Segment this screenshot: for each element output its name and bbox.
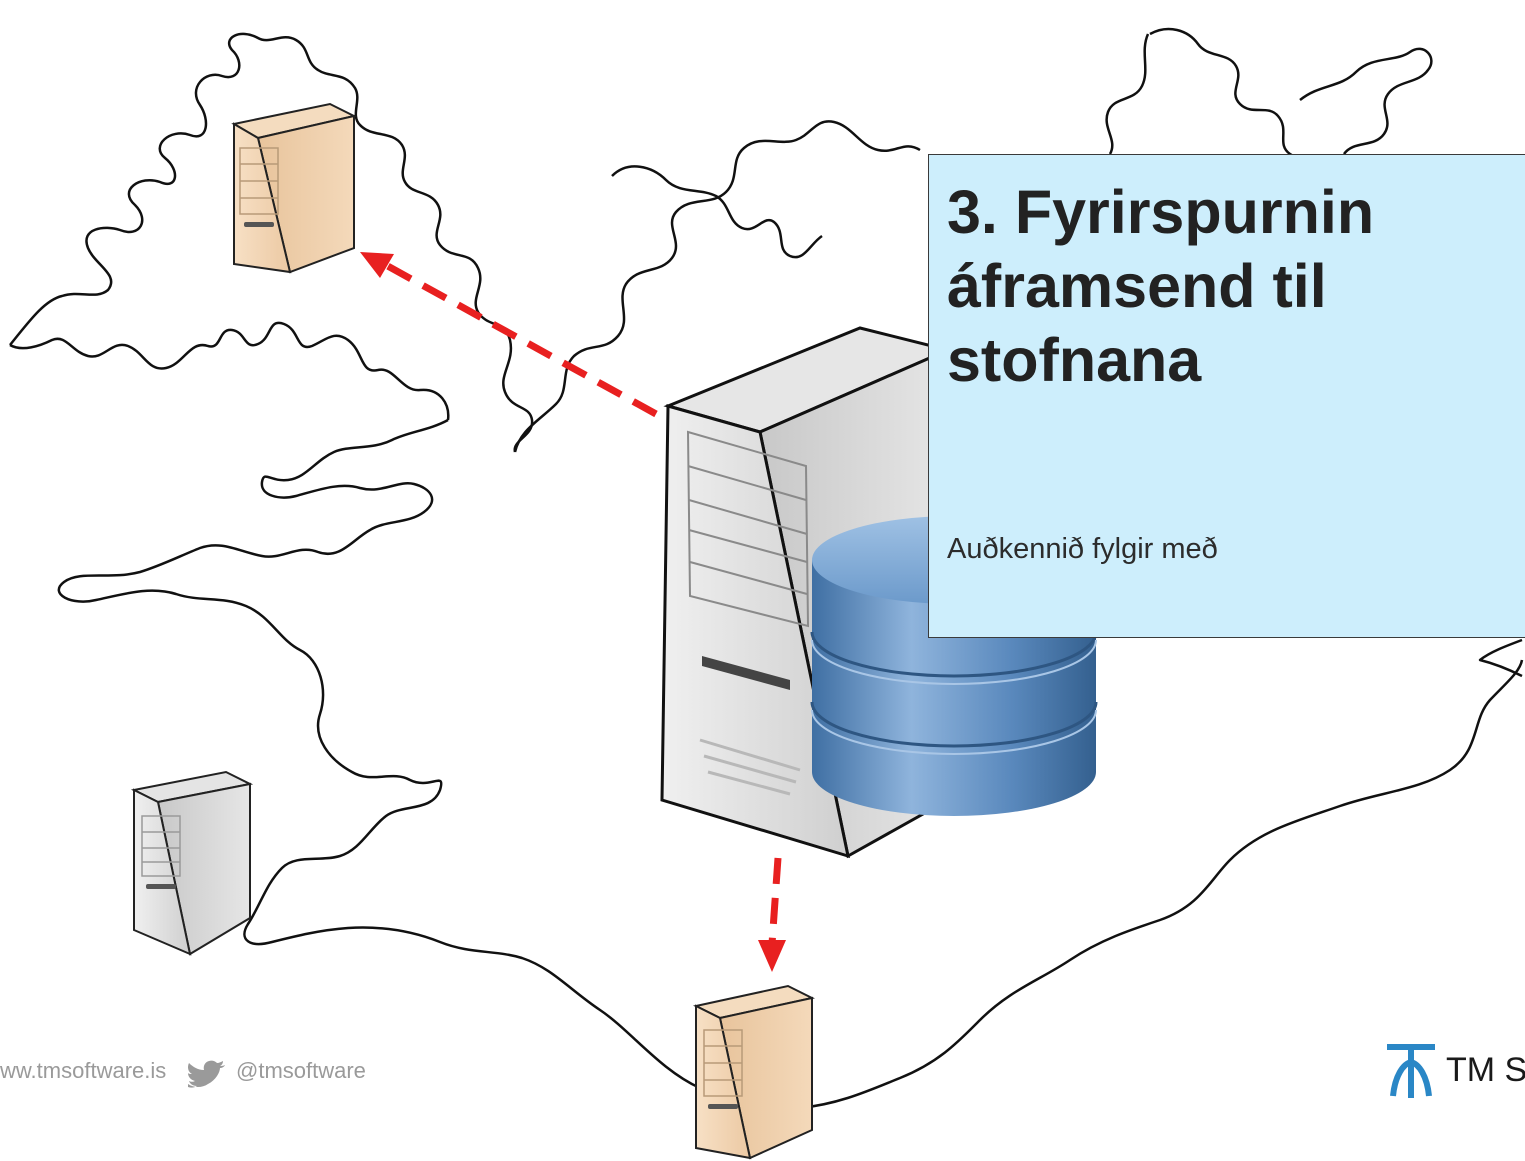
footer-twitter-handle[interactable]: @tmsoftware (236, 1058, 366, 1083)
server-icon-west (130, 770, 254, 956)
brand-name: TM S (1446, 1051, 1525, 1089)
twitter-bird-icon (188, 1060, 225, 1088)
arrow-to-south (758, 857, 786, 972)
tm-logo-icon (1387, 1044, 1435, 1098)
iceland-map-outline (9, 27, 1524, 1110)
callout-title: 3. Fyrirspurnin áframsend til stofnana (947, 178, 1375, 394)
footer-website-link[interactable]: ww.tmsoftware.is (0, 1058, 167, 1083)
callout-box: 3. Fyrirspurnin áframsend til stofnana A… (928, 154, 1525, 638)
callout-subtitle: Auðkennið fylgir með (947, 533, 1218, 565)
database-server-icon (660, 326, 1098, 859)
arrow-to-northwest (360, 252, 658, 418)
server-icon-northwest (231, 102, 357, 274)
server-icon-south (693, 984, 815, 1160)
